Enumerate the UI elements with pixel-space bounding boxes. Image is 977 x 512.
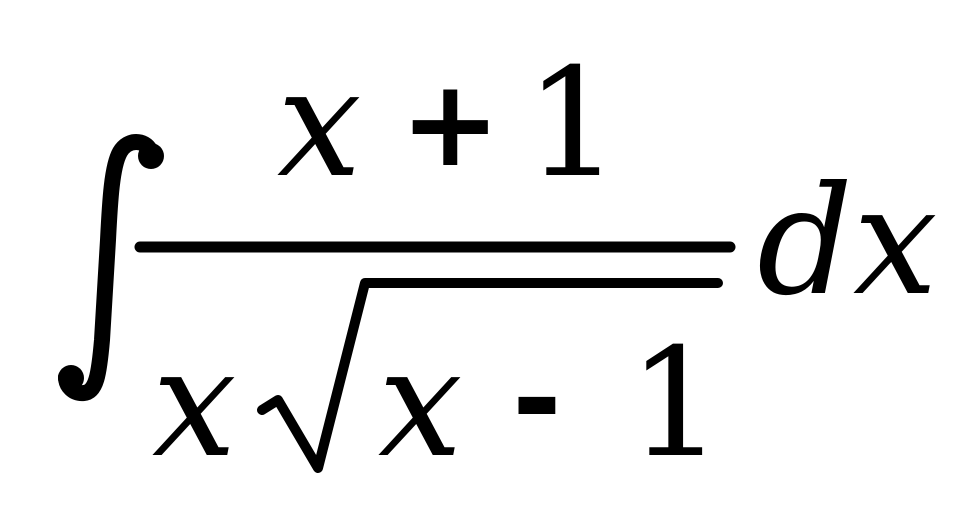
- radicand-var-x: x: [378, 317, 463, 491]
- radicand-minus: -: [512, 330, 562, 469]
- denominator-var-x: x: [152, 317, 237, 491]
- integral-sign: [58, 134, 164, 402]
- radicand-const-1: 1: [628, 317, 723, 491]
- radical-sign: [257, 278, 723, 473]
- differential-dx: dx: [757, 155, 938, 329]
- numerator-var-x: x: [277, 37, 362, 211]
- numerator-plus: +: [400, 55, 501, 194]
- numerator-const-1: 1: [525, 37, 620, 211]
